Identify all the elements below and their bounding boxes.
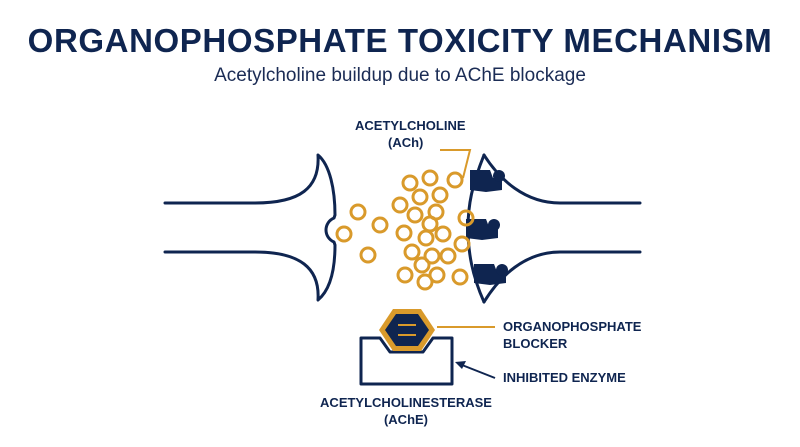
ach-molecule [371, 216, 389, 234]
presynaptic-terminal [163, 153, 337, 302]
ach-molecule [451, 268, 469, 286]
receptor-top [470, 170, 505, 192]
postsynaptic-upper-outline [482, 153, 642, 205]
acetylcholine-abbrev-label: (ACh) [388, 135, 423, 150]
receptor-bottom [474, 264, 508, 285]
ach-molecule [413, 256, 431, 274]
organophosphate-blocker [379, 309, 435, 351]
ach-molecule [453, 235, 471, 253]
ach-molecule [431, 186, 449, 204]
ach-molecule [439, 247, 457, 265]
ach-molecule [417, 229, 435, 247]
ach-molecule [403, 243, 421, 261]
ach-molecule [446, 171, 464, 189]
page-subtitle: Acetylcholine buildup due to AChE blocka… [214, 65, 586, 86]
ache-enzyme-shape [359, 336, 454, 386]
ach-molecule [391, 196, 409, 214]
inhibited-enzyme-label: INHIBITED ENZYME [503, 370, 626, 385]
ach-molecule [406, 206, 424, 224]
enzyme-name-label: ACETYLCHOLINESTERASE [320, 395, 492, 410]
inhibited-enzyme-arrow [461, 364, 496, 379]
ach-molecule [416, 273, 434, 291]
acetylcholine-molecules [335, 169, 475, 291]
ach-molecule [396, 266, 414, 284]
ach-molecule [349, 203, 367, 221]
ach-molecule [335, 225, 353, 243]
ach-molecule [457, 209, 475, 227]
blocker-label: ORGANOPHOSPHATE [503, 319, 642, 334]
ach-molecule [423, 247, 441, 265]
ach-molecule [359, 246, 377, 264]
ach-molecule [401, 174, 419, 192]
ach-molecule [411, 188, 429, 206]
postsynaptic-lower-outline [482, 250, 642, 304]
arrowhead-icon [455, 361, 466, 369]
ach-molecule [428, 266, 446, 284]
ach-molecule [434, 225, 452, 243]
acetylcholine-leader-line [440, 149, 472, 179]
ach-molecule [421, 169, 439, 187]
receptor-middle [466, 219, 500, 240]
blocker-label-line2: BLOCKER [503, 336, 568, 351]
acetylcholine-label: ACETYLCHOLINE [355, 118, 466, 133]
ach-molecule [421, 215, 439, 233]
ach-molecule [395, 224, 413, 242]
enzyme-abbrev-label: (AChE) [384, 412, 428, 427]
page-title: ORGANOPHOSPHATE TOXICITY MECHANISM [27, 22, 773, 59]
